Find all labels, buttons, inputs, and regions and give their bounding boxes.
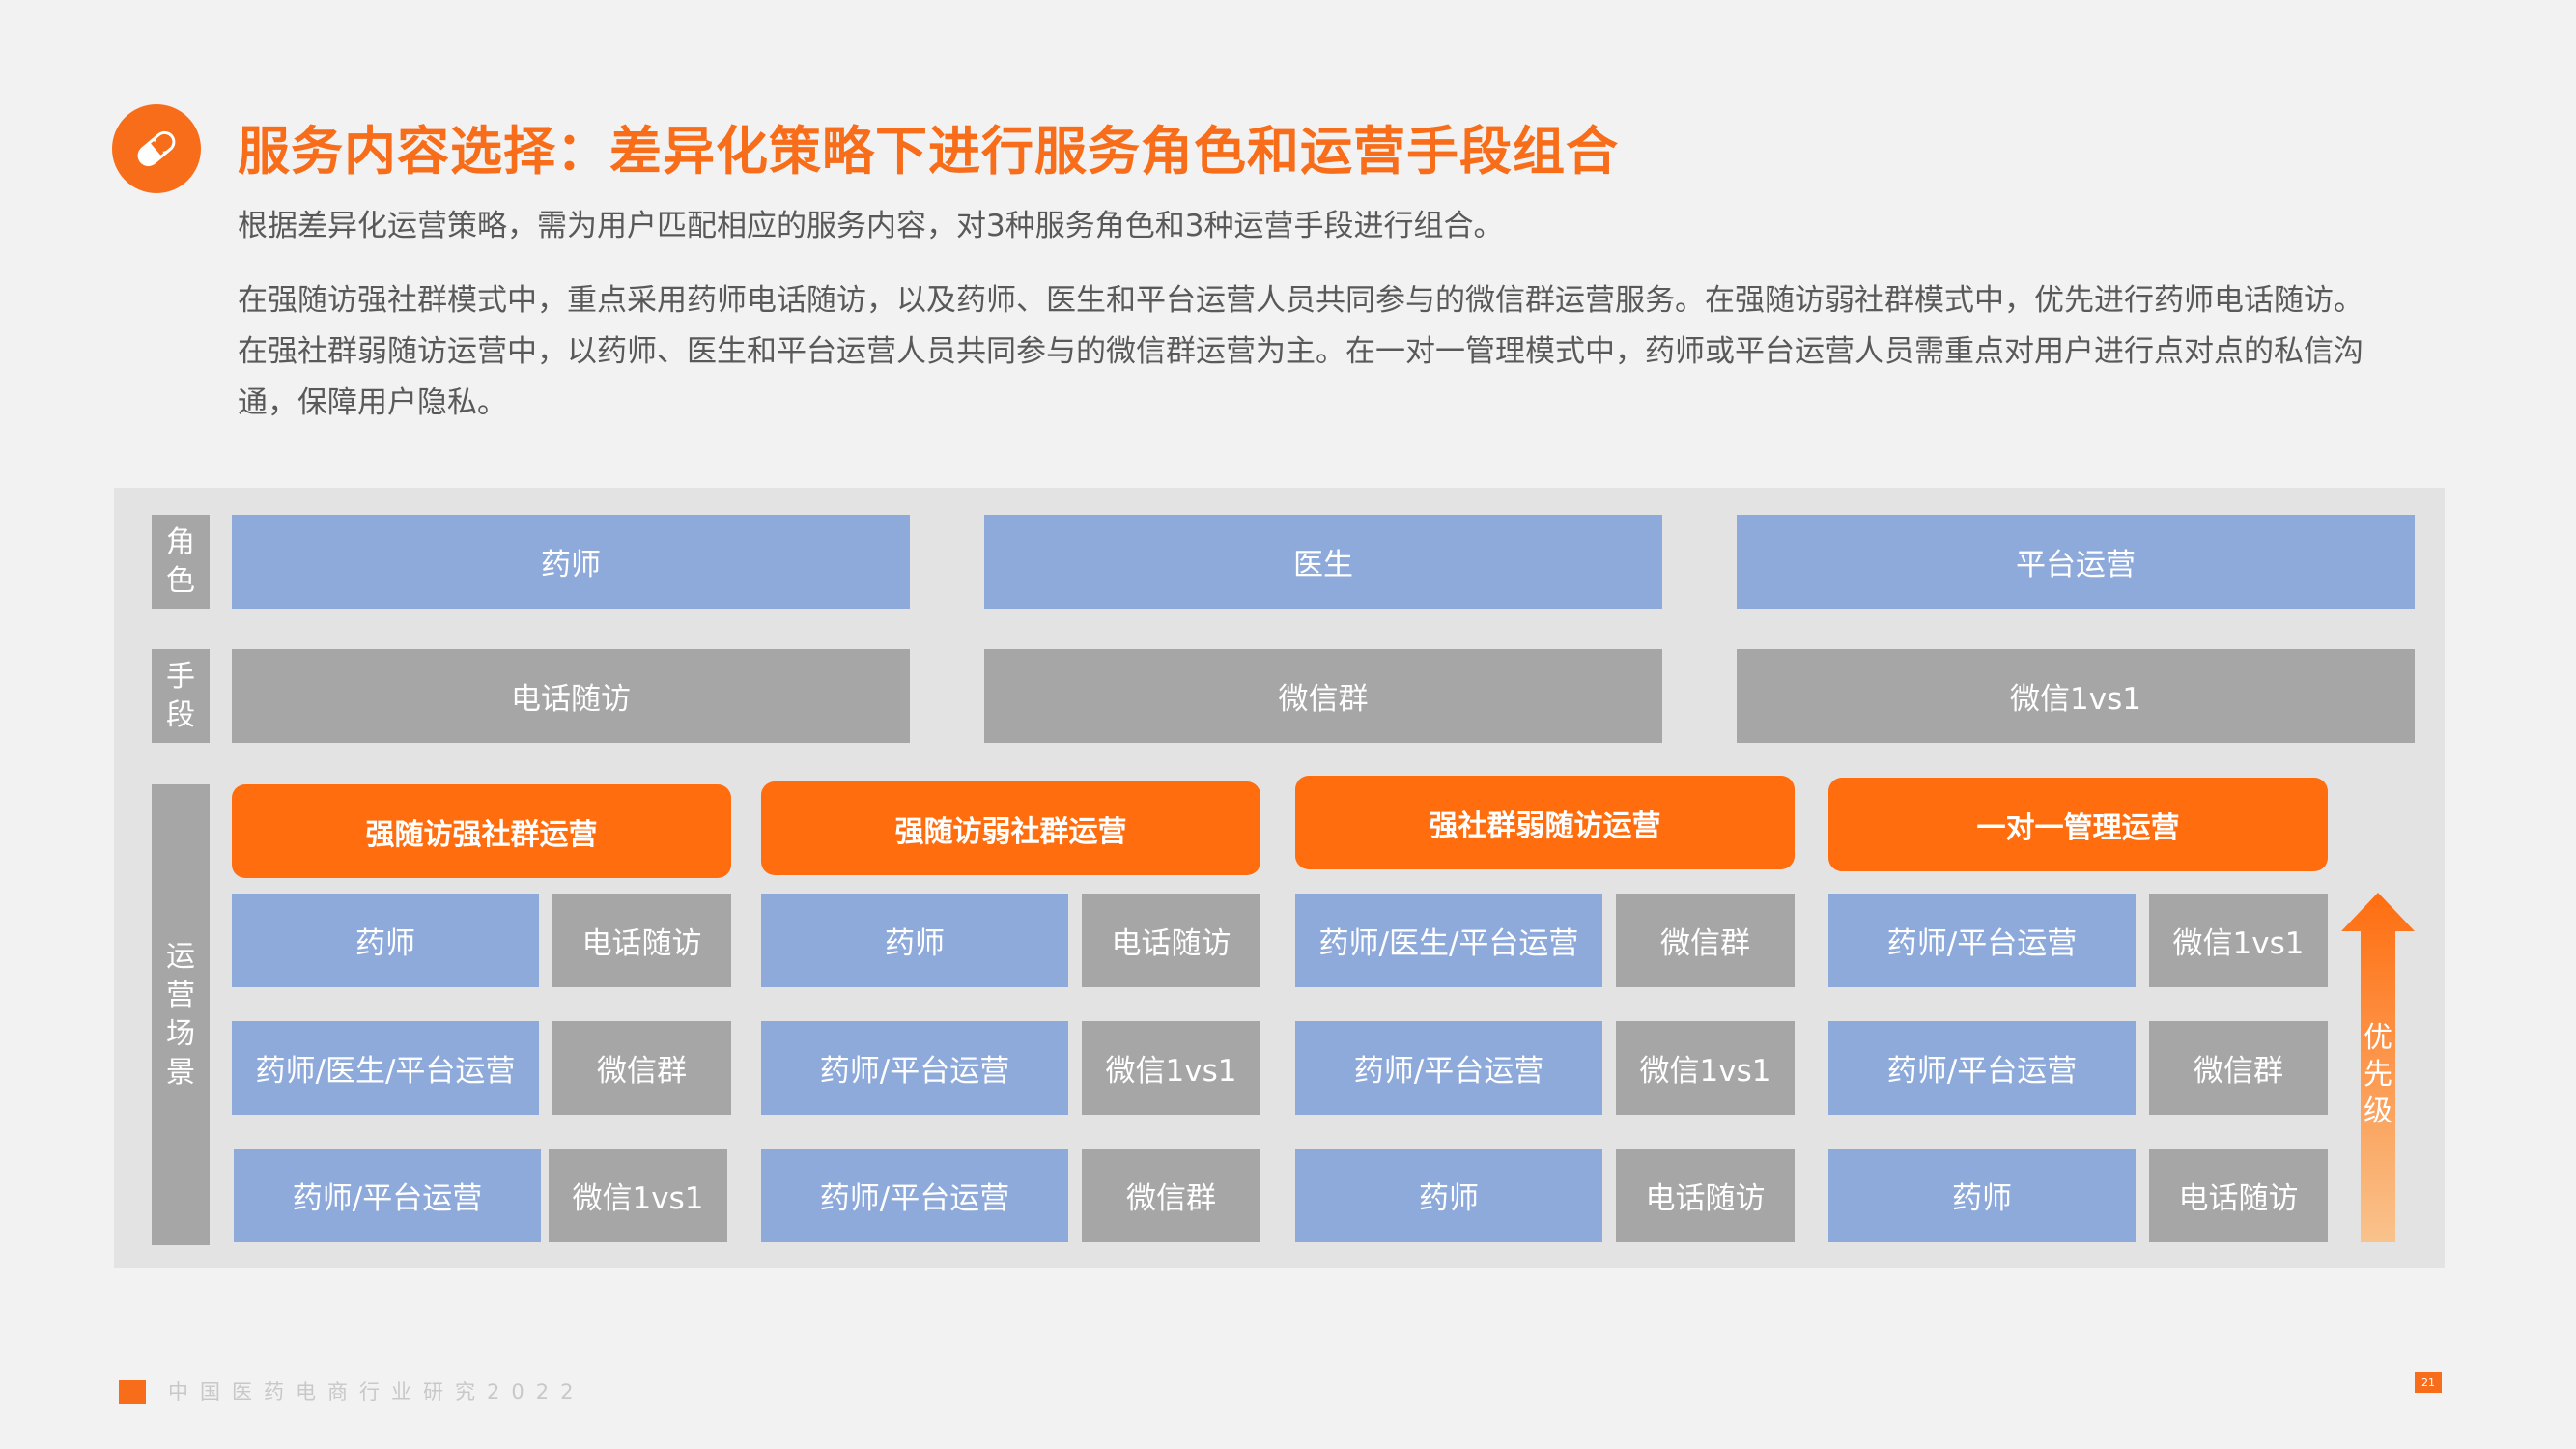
scenario-header: 一对一管理运营 xyxy=(1828,778,2328,871)
scenario-header: 强随访弱社群运营 xyxy=(761,781,1260,875)
page-title: 服务内容选择：差异化策略下进行服务角色和运营手段组合 xyxy=(238,121,1619,182)
method-phone-followup: 电话随访 xyxy=(232,649,910,743)
scenario-method-cell: 电话随访 xyxy=(2149,1149,2328,1242)
scenario-method-cell: 电话随访 xyxy=(1616,1149,1795,1242)
row-label-char: 营 xyxy=(166,978,195,1012)
role-doctor: 医生 xyxy=(984,515,1662,609)
scenario-method-cell: 电话随访 xyxy=(552,894,731,987)
role-pharmacist: 药师 xyxy=(232,515,910,609)
scenario-role-cell: 药师/平台运营 xyxy=(1295,1021,1602,1115)
footer-square-icon xyxy=(119,1380,146,1404)
footer-text: 中国医药电商行业研究2022 xyxy=(168,1380,585,1404)
priority-arrow-icon xyxy=(2341,893,2415,1242)
method-wechat-1v1: 微信1vs1 xyxy=(1737,649,2415,743)
scenario-header: 强随访强社群运营 xyxy=(232,784,731,878)
row-label-methods: 手 段 xyxy=(152,649,210,743)
scenario-method-cell: 微信1vs1 xyxy=(549,1149,727,1242)
scenario-role-cell: 药师/平台运营 xyxy=(761,1149,1068,1242)
scenario-role-cell: 药师/平台运营 xyxy=(761,1021,1068,1115)
row-label-roles: 角 色 xyxy=(152,515,210,609)
scenario-role-cell: 药师 xyxy=(761,894,1068,987)
row-label-char: 段 xyxy=(166,697,195,732)
scenario-method-cell: 微信群 xyxy=(1082,1149,1260,1242)
priority-char: 级 xyxy=(2364,1094,2392,1128)
row-label-char: 角 xyxy=(166,525,195,559)
scenario-role-cell: 药师 xyxy=(232,894,539,987)
scenario-method-cell: 微信群 xyxy=(2149,1021,2328,1115)
scenario-role-cell: 药师/医生/平台运营 xyxy=(232,1021,539,1115)
scenario-method-cell: 微信群 xyxy=(552,1021,731,1115)
page-number: 21 xyxy=(2415,1372,2442,1393)
scenario-role-cell: 药师/平台运营 xyxy=(1828,894,2136,987)
description-paragraph: 在强随访强社群模式中，重点采用药师电话随访，以及药师、医生和平台运营人员共同参与… xyxy=(238,283,2364,420)
scenario-role-cell: 药师/平台运营 xyxy=(234,1149,541,1242)
row-label-char: 运 xyxy=(166,939,195,974)
priority-label: 优 先 级 xyxy=(2341,1020,2415,1130)
scenario-method-cell: 微信1vs1 xyxy=(2149,894,2328,987)
diagram-panel xyxy=(114,488,2445,1268)
scenario-method-cell: 微信1vs1 xyxy=(1616,1021,1795,1115)
row-label-char: 场 xyxy=(166,1016,195,1051)
page-subtitle: 根据差异化运营策略，需为用户匹配相应的服务内容，对3种服务角色和3种运营手段进行… xyxy=(238,209,1504,243)
scenario-method-cell: 微信1vs1 xyxy=(1082,1021,1260,1115)
scenario-role-cell: 药师/平台运营 xyxy=(1828,1021,2136,1115)
pill-logo-icon xyxy=(112,104,201,193)
role-platform-ops: 平台运营 xyxy=(1737,515,2415,609)
row-label-char: 景 xyxy=(166,1055,195,1090)
scenario-method-cell: 微信群 xyxy=(1616,894,1795,987)
pill-icon xyxy=(137,130,176,167)
row-label-char: 色 xyxy=(166,563,195,598)
scenario-header: 强社群弱随访运营 xyxy=(1295,776,1795,869)
priority-char: 优 xyxy=(2364,1021,2392,1055)
scenario-role-cell: 药师/医生/平台运营 xyxy=(1295,894,1602,987)
scenario-role-cell: 药师 xyxy=(1295,1149,1602,1242)
scenario-method-cell: 电话随访 xyxy=(1082,894,1260,987)
priority-char: 先 xyxy=(2364,1058,2392,1092)
method-wechat-group: 微信群 xyxy=(984,649,1662,743)
row-label-char: 手 xyxy=(166,659,195,694)
scenario-role-cell: 药师 xyxy=(1828,1149,2136,1242)
row-label-scenarios: 运 营 场 景 xyxy=(152,784,210,1245)
